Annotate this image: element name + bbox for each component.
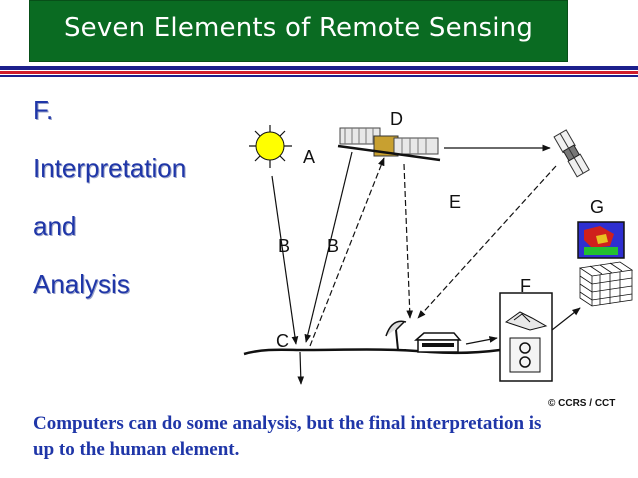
sun-icon [249,125,292,168]
heading-line-4: Analysis [33,269,130,299]
label-d: D [390,109,403,129]
arrow-ground-below [297,351,305,385]
arrow-ground-to-satellite [309,157,385,347]
label-a: A [303,147,315,167]
arrow-relay-to-station [417,165,557,319]
slide-caption: Computers can do some analysis, but the … [33,413,542,460]
copyright-credit: © CCRS / CCT [548,398,615,409]
divider-stripe-middle [0,71,638,74]
relay-satellite-icon [553,129,590,178]
receiving-dish-icon [385,320,407,351]
ground-station-icon [414,332,462,353]
title-bar: Seven Elements of Remote Sensing [29,0,568,62]
analysis-panel-f [499,292,553,382]
arrow-satellite-to-station [403,163,414,319]
classified-map-image [577,221,625,259]
heading-line-1: F. [33,95,54,125]
label-c: C [276,331,289,351]
arrow-f-to-g [551,307,581,331]
satellite-icon [337,127,441,162]
arrow-station-to-f [465,336,498,345]
heading-line-2: Interpretation [33,153,187,183]
divider-stripe-top [0,66,638,70]
divider-stripe-bottom [0,75,638,77]
label-f: F [520,276,531,296]
label-b-incoming: B [278,236,290,256]
slide-title: Seven Elements of Remote Sensing [63,13,534,43]
label-e: E [449,192,461,212]
arrow-sun-to-ground [271,175,299,345]
data-grid-image [578,261,634,307]
label-b-reflected: B [327,236,339,256]
ground-line [243,348,501,356]
arrow-satellite-to-ground [304,151,353,343]
energy-arrows [271,144,581,385]
label-g: G [590,197,604,217]
heading-line-3: and [33,211,77,241]
